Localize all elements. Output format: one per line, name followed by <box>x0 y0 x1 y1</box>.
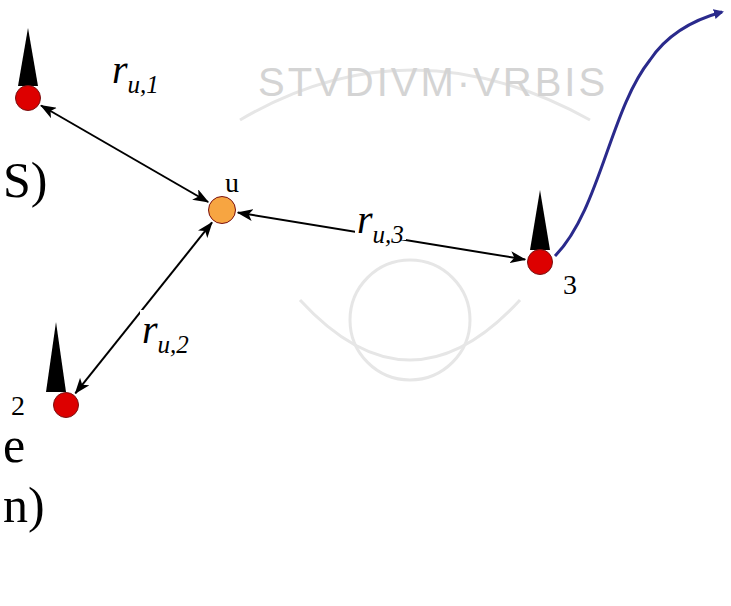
node-label: 3 <box>563 271 577 299</box>
anchor-node <box>15 85 41 111</box>
range-label: ru,2 <box>140 310 191 350</box>
watermark-arcs <box>240 70 590 380</box>
user-node: u <box>208 196 236 224</box>
range-label: ru,1 <box>110 50 161 90</box>
slide-text-fragment: n) <box>3 480 45 530</box>
range-arrow <box>41 105 208 202</box>
node-label: u <box>225 169 239 197</box>
slide-text-fragment: S) <box>3 155 47 205</box>
range-arrow <box>75 222 212 393</box>
trajectory-arrow <box>555 12 722 256</box>
antenna-symbol <box>46 322 66 392</box>
watermark-figure <box>350 260 470 380</box>
anchor-node: 3 <box>527 249 553 275</box>
slide-text-fragment: e <box>3 420 25 470</box>
node-label: 2 <box>11 392 25 420</box>
anchor-node: 2 <box>53 392 79 418</box>
range-label: ru,3 <box>355 200 406 240</box>
watermark-wing <box>300 300 520 360</box>
antenna-symbol <box>530 190 550 250</box>
watermark: STVDIVM·VRBIS <box>258 62 608 102</box>
antenna-symbol <box>18 28 38 86</box>
